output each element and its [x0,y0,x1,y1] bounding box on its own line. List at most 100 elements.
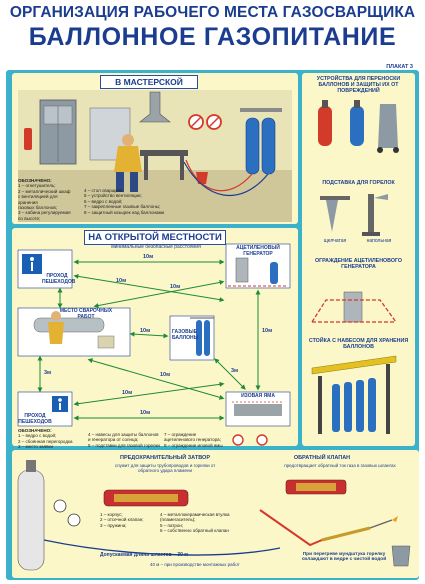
note-line: 4 – навесы для защиты баллонов [88,432,159,437]
bottom-panel [12,450,419,578]
workshop-floor [18,170,292,222]
hose-length-note: Допускаемая длина шлангов – 30 м [100,552,188,558]
note-line: хранения [18,199,38,205]
safety-valve-subtitle: служит для защиты трубопроводов и горелк… [114,463,216,473]
outdoor-notes-col1: ОБОЗНАЧЕНО: 1 – ведро с водой; 2 – сбоян… [18,428,84,450]
no-smoking-sign-icon [256,434,268,446]
distance-label: 10м [170,284,181,290]
note-line: 7 – закрепленные газовые баллоны; [84,204,161,210]
workshop-title: В МАСТЕРСКОЙ [100,75,198,89]
workshop-notes-left: ОБОЗНАЧЕНО: 1 – огнетушитель; 2 – металл… [18,178,94,221]
cylinder-blue [350,106,364,146]
note-line: 4 – стол сварщика; [84,188,124,193]
distance-label: 3м [231,368,239,374]
cylinder-carrier [378,104,398,148]
note-line: 1 – огнетушитель; [18,183,56,189]
label-generator: АЦЕТИЛЕНОВЫЙ ГЕНЕРАТОР [236,245,280,257]
note-line: 3 – место заявки [18,444,53,450]
outdoor-notes-col2: 4 – навесы для защиты баллонов и генерат… [88,432,164,448]
note-line: 2 – сбоянная перегородка [18,438,73,444]
valve-parts-right: 4 – металлокерамическая втулка (пламегас… [160,512,246,534]
note-line: 5 – устройство вентиляции; [84,193,142,199]
check-valve-title: ОБРАТНЫЙ КЛАПАН [293,455,351,461]
pressure-gauge-icon [53,499,67,513]
distance-label: 10м [143,254,154,260]
outdoor-subtitle: минимальные безопасные расстояния [111,244,201,250]
valve-parts-left: 1 – корпус; 2 – отсечной клапан; 3 – пру… [100,512,158,528]
gas-cylinder [261,117,276,175]
label-pedestrian-bottom: ПРОХОД ПЕШЕХОДОВ [18,413,52,425]
cylinder-red [318,106,332,146]
label-pedestrian-top: ПРОХОД ПЕШЕХОДОВ [42,273,76,285]
note-line: 8 – ограждение иловой ямы [164,442,223,448]
note-line: (пламегаситель); [160,517,196,523]
note-line: 2 – отсечной клапан; [100,517,144,523]
distance-label: 10м [160,372,171,378]
cooling-bucket [391,545,411,567]
note-line: газовых баллонов; [18,204,58,210]
label-pit: ИЗОВАЯ ЯМА [241,393,275,399]
sidebar-rack-title: СТОЙКА С НАВЕСОМ ДЛЯ ХРАНЕНИЯ БАЛЛОНОВ [308,338,409,351]
no-fire-sign-icon [232,434,244,446]
workshop-notes-right: 4 – стол сварщика; 5 – устройство вентил… [84,188,184,215]
rack-canopy [311,355,397,375]
note-line: 6 – собственно обратный клапан [160,528,229,534]
distance-label: 10м [262,328,273,334]
note-line: ОБОЗНАЧЕНО: [18,428,52,433]
welding-torch [321,526,371,542]
note-line: 6 – ведро с водой; [84,198,123,204]
note-line: 4 – металлокерамическая втулка [160,512,230,517]
oxygen-cylinder [245,117,260,175]
pressure-gauge-icon [67,513,81,527]
check-valve-subtitle: предотвращает обратный ток газа в газовы… [284,463,396,468]
acetylene-generator [235,257,249,283]
note-line: ОБОЗНАЧЕНО: [18,178,52,183]
welder-head [122,134,134,146]
label-gas-cylinders: ГАЗОВЫЕ БАЛЛОНЫ [172,329,199,341]
cylinder-canopy [240,108,282,112]
note-line: 1 – корпус; [100,512,123,517]
fire-extinguisher-icon [24,128,32,150]
welder-body [114,146,142,172]
note-line: и генератора от солнца; [88,437,139,443]
note-line: с вентиляцией для [18,194,58,200]
note-line: 3 – пружина; [100,522,127,528]
distance-label: 10м [140,410,151,416]
note-line: 5 – подставки для газовой горелки [88,442,160,448]
welder-table [140,150,188,156]
distance-label: 3м [44,370,52,376]
note-line: ацетиленового генератора; [164,437,221,443]
note-line: 7 – ограждение [164,432,197,437]
stand-wall-label: щелчатая [323,238,347,244]
floor-stand [368,194,374,234]
outdoor-title: НА ОТКРЫТОЙ МЕСТНОСТИ [84,230,226,245]
main-cylinder [17,469,45,571]
sidebar-stand-title: ПОДСТАВКА ДЛЯ ГОРЕЛОК [322,180,395,186]
safety-valve-title: ПРЕДОХРАНИТЕЛЬНЫЙ ЗАТВОР [120,455,210,461]
ventilation-hood [139,91,171,123]
note-line: 2 – металлический шкаф [18,188,71,194]
distance-note: 40 м – при производстве монтажных работ [150,562,240,567]
cooling-note: При перегреве мундштука горелку охлаждаю… [301,552,387,562]
sidebar-fence-title: ОГРАЖДЕНИЕ АЦЕТИЛЕНОВОГО ГЕНЕРАТОРА [314,258,403,271]
flame-icon [392,516,398,522]
poster-title-line1: ОРГАНИЗАЦИЯ РАБОЧЕГО МЕСТА ГАЗОСВАРЩИКА [9,4,416,21]
wall-stand [320,196,350,200]
note-line: 8 – защитный козырек над баллонами [84,209,165,215]
distance-label: 10м [122,390,133,396]
distance-label: 10м [140,328,151,334]
outdoor-notes-col3: 7 – ограждение ацетиленового генератора;… [164,432,226,448]
poster-title-line2: БАЛЛОННОЕ ГАЗОПИТАНИЕ [28,23,397,51]
poster-number: ПЛАКАТ 3 [386,64,413,70]
sidebar-cap-title: УСТРОЙСТВА ДЛЯ ПЕРЕНОСКИ БАЛЛОНОВ И ЗАЩИ… [316,76,401,95]
note-line: 3 – кабина регулируемая [18,210,71,216]
note-line: 5 – патрон; [160,522,184,528]
label-welding-place: МЕСТО СВАРОЧНЫХ РАБОТ [59,308,113,320]
note-line: по высоте; [18,215,41,221]
distance-label: 10м [116,278,127,284]
